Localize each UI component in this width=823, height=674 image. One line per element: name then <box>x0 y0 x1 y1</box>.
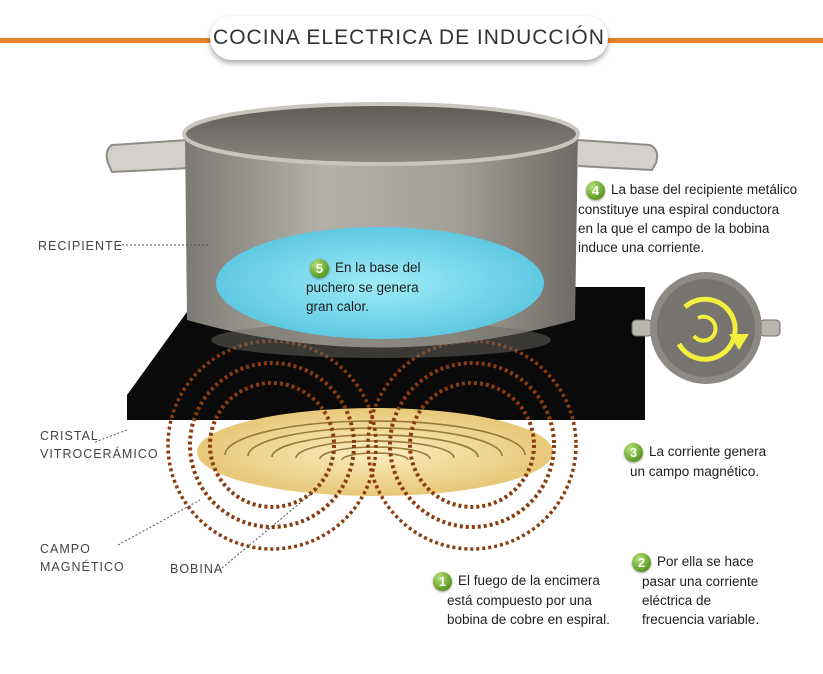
step-1-line1: El fuego de la encimera <box>458 573 600 588</box>
step-3-badge: 3 <box>624 443 643 462</box>
step-2-line1: Por ella se hace <box>657 554 754 569</box>
label-campo-line1: CAMPO <box>40 540 125 558</box>
circular-arrow-icon <box>632 272 780 384</box>
step-5-line2: puchero se genera <box>306 278 421 297</box>
step-2-line4: frecuencia variable. <box>642 610 759 629</box>
step-4-line1: La base del recipiente metálico <box>611 182 797 197</box>
step-4-line3: en la que el campo de la bobina <box>578 219 797 238</box>
step-3: 3 La corriente genera un campo magnético. <box>624 442 766 481</box>
label-bobina: BOBINA <box>170 560 223 578</box>
step-3-line2: un campo magnético. <box>630 462 766 481</box>
label-recipiente: RECIPIENTE <box>38 237 123 255</box>
step-5-line3: gran calor. <box>306 297 421 316</box>
step-2: 2 Por ella se hace pasar una corriente el… <box>632 552 759 629</box>
step-1-line3: bobina de cobre en espiral. <box>447 610 610 629</box>
step-1: 1 El fuego de la encimera está compuesto … <box>433 571 610 629</box>
step-4-line4: induce una corriente. <box>578 238 797 257</box>
step-1-badge: 1 <box>433 572 452 591</box>
pot-handle-right <box>578 140 657 170</box>
label-cristal: CRISTAL VITROCERÁMICO <box>40 427 159 463</box>
step-5-badge: 5 <box>310 259 329 278</box>
step-5-line1: En la base del <box>335 260 421 275</box>
label-campo: CAMPO MAGNÉTICO <box>40 540 125 576</box>
step-1-line2: está compuesto por una <box>447 591 610 610</box>
step-4-line2: constituye una espiral conductora <box>578 200 797 219</box>
step-2-line2: pasar una corriente <box>642 572 759 591</box>
step-4-badge: 4 <box>586 181 605 200</box>
label-campo-line2: MAGNÉTICO <box>40 558 125 576</box>
pot-rim <box>184 104 578 164</box>
pot-handle-left <box>107 140 190 172</box>
step-2-line3: eléctrica de <box>642 591 759 610</box>
label-cristal-line2: VITROCERÁMICO <box>40 445 159 463</box>
step-2-badge: 2 <box>632 553 651 572</box>
step-3-line1: La corriente genera <box>649 444 766 459</box>
label-cristal-line1: CRISTAL <box>40 427 159 445</box>
